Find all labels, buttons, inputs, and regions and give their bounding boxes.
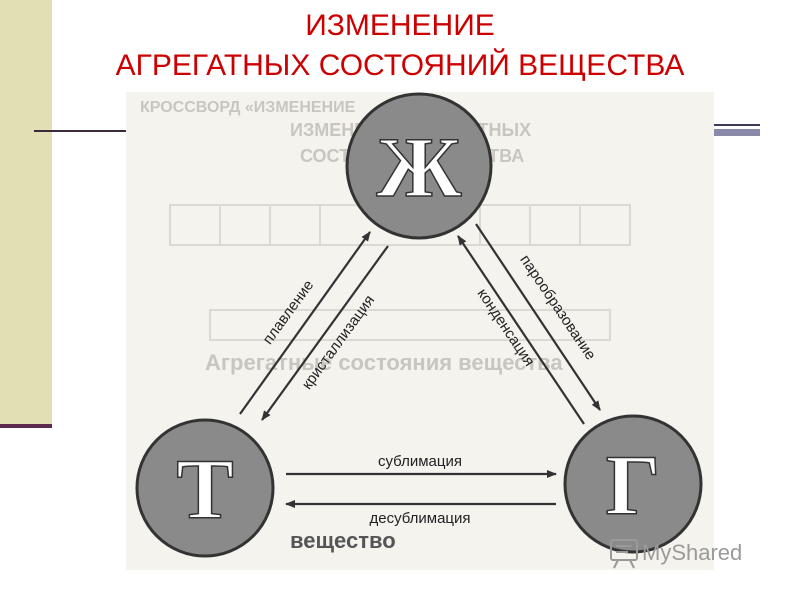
sublimation-label: сублимация xyxy=(378,453,462,470)
left-decor-strip xyxy=(0,0,52,428)
melting-arrow xyxy=(239,231,371,415)
desublimation-label: десублимация xyxy=(369,510,470,527)
faded-text-line1: КРОССВОРД «ИЗМЕНЕНИЕ xyxy=(140,99,356,116)
myshared-logo-icon xyxy=(610,539,638,569)
slide-title-line2: АГРЕГАТНЫХ СОСТОЯНИЙ ВЕЩЕСТВА xyxy=(115,49,685,82)
solid-state-node: Т xyxy=(135,418,275,558)
gas-state-letter: Г xyxy=(606,437,661,533)
gas-state-node: Г xyxy=(563,414,703,554)
crystallization-arrow xyxy=(261,245,389,421)
slide-title-line1: ИЗМЕНЕНИЕ xyxy=(305,9,495,42)
solid-state-letter: Т xyxy=(176,441,233,537)
liquid-state-node: Ж xyxy=(345,92,493,240)
faded-text-bottom: вещество xyxy=(290,528,396,553)
left-horizontal-rule xyxy=(34,130,126,132)
condensation-arrow xyxy=(457,235,585,425)
melting-label: плавление xyxy=(259,277,317,348)
right-horizontal-rule xyxy=(712,124,760,136)
transition-arrows xyxy=(239,223,601,508)
faded-text-heading: Агрегатные состояния вещества xyxy=(205,350,563,375)
slide-title: ИЗМЕНЕНИЕ АГРЕГАТНЫХ СОСТОЯНИЙ ВЕЩЕСТВА xyxy=(0,6,800,86)
myshared-watermark: MyShared xyxy=(642,540,743,565)
vaporization-arrow xyxy=(475,223,601,411)
left-decor-line xyxy=(0,424,52,428)
crystallization-label: кристаллизация xyxy=(299,292,379,393)
liquid-state-letter: Ж xyxy=(376,119,461,215)
